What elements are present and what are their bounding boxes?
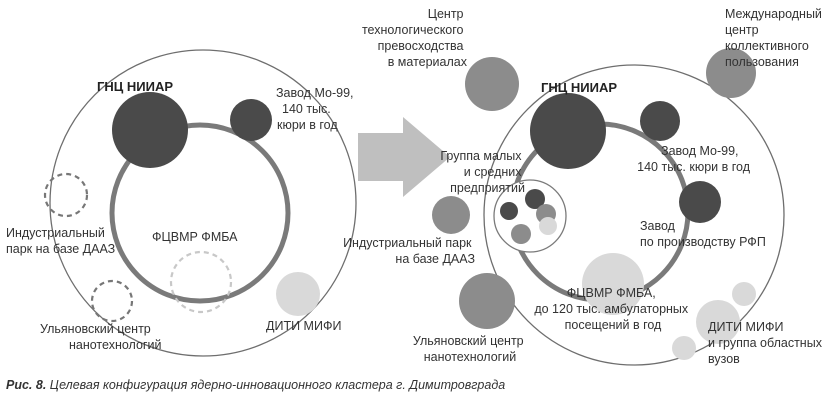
right-intl-center-label: Международный центр коллективного пользо… xyxy=(725,7,825,69)
right-plant-label: Завод Мо-99, 140 тыс. кюри в год xyxy=(637,144,751,174)
current-configuration: ГНЦ НИИАР Завод Мо-99, 140 тыс. кюри в г… xyxy=(6,49,357,357)
left-inner-ring xyxy=(109,122,291,304)
sme-bubble-2 xyxy=(500,202,518,220)
left-diti-bubble xyxy=(276,272,320,316)
sme-bubble-1 xyxy=(525,189,545,209)
cluster-diagram: ГНЦ НИИАР Завод Мо-99, 140 тыс. кюри в г… xyxy=(6,7,825,366)
left-diti-label: ДИТИ МИФИ xyxy=(266,319,341,333)
right-rfp-label: Завод по производству РФП xyxy=(640,219,766,249)
left-plant-bubble xyxy=(230,99,272,141)
left-fmba-dashed xyxy=(169,250,233,314)
right-regional-uni-bubble-2 xyxy=(672,336,696,360)
right-diti-bubble xyxy=(696,300,740,344)
figure-number: Рис. 8. xyxy=(6,378,47,392)
right-rfp-bubble xyxy=(679,181,721,223)
right-sme-group-label: Группа малых и средних предприятий xyxy=(440,149,525,195)
left-industrial-park-dashed xyxy=(43,172,89,218)
right-gnc-label: ГНЦ НИИАР xyxy=(541,80,617,95)
figure-caption: Рис. 8. Целевая конфигурация ядерно-инно… xyxy=(6,378,505,392)
left-industrial-park-label: Индустриальный парк на базе ДААЗ xyxy=(6,226,115,256)
right-fmba-bubble xyxy=(582,253,644,315)
left-gnc-label: ГНЦ НИИАР xyxy=(97,79,173,94)
left-gnc-bubble xyxy=(112,92,188,168)
right-industrial-park-bubble xyxy=(432,196,470,234)
right-regional-uni-bubble-1 xyxy=(732,282,756,306)
right-tech-center-bubble xyxy=(465,57,519,111)
left-ulyanovsk-dashed xyxy=(90,279,134,323)
sme-bubble-5 xyxy=(539,217,557,235)
right-gnc-bubble xyxy=(530,93,606,169)
right-outer-circle xyxy=(483,64,785,366)
left-plant-label: Завод Мо-99, 140 тыс. кюри в год xyxy=(276,86,357,132)
left-outer-circle xyxy=(49,49,357,357)
right-intl-center-bubble xyxy=(706,48,756,98)
sme-bubble-4 xyxy=(511,224,531,244)
right-industrial-park-label: Индустриальный парк на базе ДААЗ xyxy=(343,236,475,266)
right-fmba-label: ФЦВМР ФМБА, до 120 тыс. амбулаторных пос… xyxy=(534,286,691,332)
right-tech-center-label: Центр технологического превосходства в м… xyxy=(362,7,468,69)
right-ulyanovsk-label: Ульяновский центр нанотехнологий xyxy=(413,334,527,364)
figure-caption-text: Целевая конфигурация ядерно-инновационно… xyxy=(49,378,506,392)
right-diti-label: ДИТИ МИФИ и группа областных вузов xyxy=(708,320,825,366)
right-ulyanovsk-bubble xyxy=(459,273,515,329)
target-configuration: Центр технологического превосходства в м… xyxy=(343,7,825,366)
right-plant-bubble xyxy=(640,101,680,141)
left-ulyanovsk-label: Ульяновский центр нанотехнологий xyxy=(40,322,161,352)
left-fmba-label: ФЦВМР ФМБА xyxy=(152,230,238,244)
transition-arrow xyxy=(358,117,450,197)
